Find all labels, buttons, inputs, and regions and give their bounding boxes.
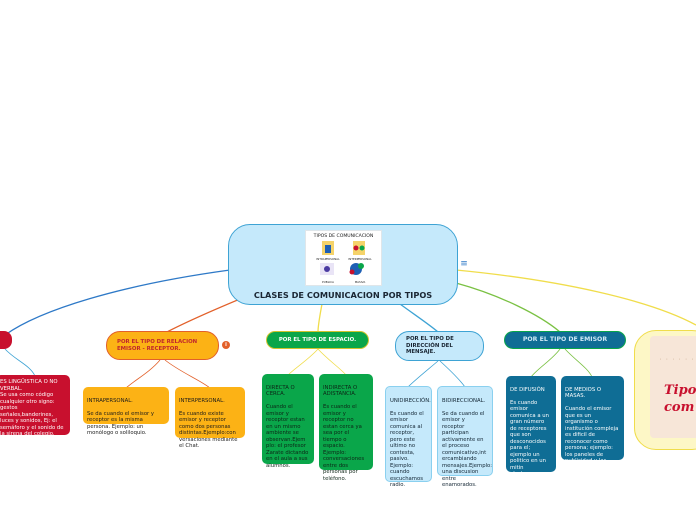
leaf-body: Es cuando existe emisor y receptor como … bbox=[179, 410, 238, 450]
leaf-body: Es cuando el emisor y receptor no estan … bbox=[323, 404, 365, 482]
link-emisor bbox=[455, 282, 561, 333]
leaf-title: DE MEDIOS O MASAS. bbox=[565, 386, 602, 400]
leaf-body: Cuando el emisor y receptor estan en un … bbox=[266, 404, 309, 469]
leaf-unidireccion[interactable]: UNIDIRECCIÓN. Es cuando el emisor comuni… bbox=[385, 386, 432, 488]
leaf-body: Es cuando el emisor comunica al receptor… bbox=[390, 410, 424, 489]
image-label-intrapersonal: INTRAPERSONAL bbox=[316, 257, 340, 261]
leaf-directa-cerca[interactable]: DIRECTA O CERCA. Cuando el emisor y rece… bbox=[262, 374, 314, 469]
leaf-body: Se da cuando el emisor y receptor es la … bbox=[87, 410, 155, 437]
leaf-title: BIDIRECCIONAL. bbox=[442, 397, 486, 404]
branch-left-red[interactable] bbox=[0, 331, 12, 349]
notes-icon[interactable]: ≡ bbox=[460, 259, 468, 269]
tipos-image: ' ' ' ' ' ' ' ' Tipos com bbox=[650, 336, 696, 438]
leaf-title: DIRECTA O CERCA. bbox=[266, 384, 295, 398]
leaf-body: Cuando el emisor que es un organismo o i… bbox=[565, 406, 619, 477]
leaf-bidireccional[interactable]: BIDIRECCIONAL. Se da cuando el emisor y … bbox=[437, 386, 493, 488]
branch-tipos-image[interactable]: ' ' ' ' ' ' ' ' Tipos com bbox=[634, 330, 696, 450]
link-red-leaf bbox=[4, 348, 36, 377]
central-title: CLASES DE COMUNICACION POR TIPOS bbox=[253, 290, 433, 300]
link-difu bbox=[530, 348, 561, 378]
link-left-red bbox=[4, 269, 231, 336]
tipos-image-text: Tipos com bbox=[664, 383, 696, 415]
branch-relacion-emisor-receptor[interactable]: POR EL TIPO DE RELACION EMISOR - RECEPTO… bbox=[106, 331, 219, 360]
leaf-title: UNIDIRECCIÓN. bbox=[390, 397, 431, 404]
link-cerca bbox=[287, 348, 319, 376]
leaf-intrapersonal[interactable]: INTRAPERSONAL. Se da cuando el emisor y … bbox=[83, 387, 169, 436]
tick-marks-decoration: ' ' ' ' ' ' ' ' bbox=[660, 358, 696, 363]
communication-figures-icon bbox=[320, 241, 365, 275]
branch-direccion-mensaje[interactable]: POR EL TIPO DE DIRECCIÓN DEL MENSAJE. bbox=[395, 331, 484, 361]
leaf-title: INTERPERSONAL. bbox=[179, 397, 225, 404]
leaf-body: Se da cuando el emisor y receptor partic… bbox=[442, 410, 493, 489]
central-image-caption: TIPOS DE COMUNICACION bbox=[313, 234, 374, 239]
image-label-interpersonal: INTERPERSONAL bbox=[348, 257, 372, 261]
link-intra bbox=[125, 359, 161, 389]
leaf-medios-masas[interactable]: DE MEDIOS O MASAS. Cuando el emisor que … bbox=[561, 376, 624, 477]
central-image: TIPOS DE COMUNICACION INTRAPERSONAL INTE… bbox=[305, 230, 382, 286]
image-label-publica: PUBLICA bbox=[322, 280, 334, 284]
leaf-title: INDIRECTA O ADISTANCIA. bbox=[323, 384, 358, 398]
branch-tipo-emisor[interactable]: POR EL TIPO DE EMISOR bbox=[504, 331, 626, 349]
branch-tipo-espacio[interactable]: POR EL TIPO DE ESPACIO. bbox=[266, 331, 369, 349]
leaf-interpersonal[interactable]: INTERPERSONAL. Es cuando existe emisor y… bbox=[175, 387, 245, 449]
link-inter bbox=[164, 359, 211, 389]
leaf-body: Es cuando emisor comunica a un gran núme… bbox=[510, 399, 549, 478]
link-dist bbox=[317, 348, 347, 376]
leaf-title: DE DIFUSIÓN bbox=[510, 386, 545, 393]
leaf-difusion[interactable]: DE DIFUSIÓN Es cuando emisor comunica a … bbox=[506, 376, 556, 477]
image-label-masiva: MASIVA bbox=[354, 280, 366, 284]
link-uni bbox=[407, 360, 439, 388]
leaf-indirecta-distancia[interactable]: INDIRECTA O ADISTANCIA. Es cuando el emi… bbox=[319, 374, 373, 482]
link-bi bbox=[439, 360, 466, 388]
link-masas bbox=[564, 348, 593, 378]
link-espacio bbox=[317, 303, 323, 333]
leaf-no-lingüistica[interactable]: ES LINGÜISTICA O NO VERBAL. Se usa como … bbox=[0, 375, 70, 437]
link-tipos bbox=[455, 269, 696, 326]
leaf-title: INTRAPERSONAL. bbox=[87, 397, 133, 404]
info-icon[interactable]: i bbox=[222, 341, 230, 349]
link-direccion bbox=[399, 303, 439, 333]
